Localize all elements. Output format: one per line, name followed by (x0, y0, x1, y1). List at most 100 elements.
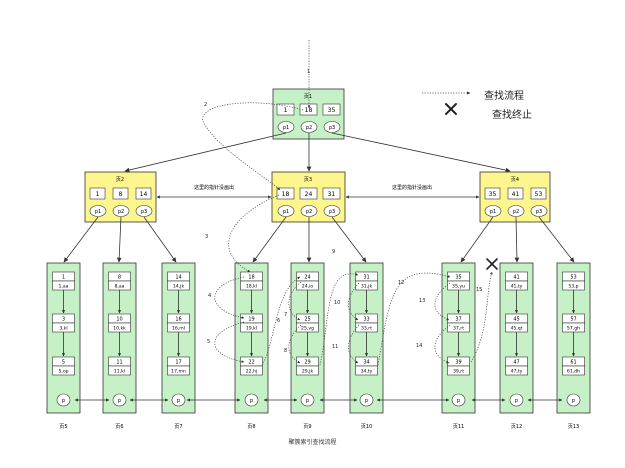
step-number: 5 (207, 339, 210, 345)
record-value: 10,kk (113, 326, 126, 332)
record-value: 3,kl (59, 326, 67, 332)
record-value-box (296, 365, 319, 376)
legend (422, 91, 471, 115)
step-number: 13 (419, 298, 425, 304)
legend-search-stop: 查找终止 (492, 110, 532, 121)
root-key: 1 (284, 107, 288, 114)
record-value: 33,rt (361, 326, 372, 332)
pointer-note: 这里的指针没画出 (194, 184, 234, 191)
record-value-box (52, 365, 75, 376)
record-value: 22,hj (246, 369, 258, 375)
leaf-page-label: 页11 (453, 424, 464, 430)
record-key: 10 (116, 317, 122, 323)
leaf-pointer-circle (359, 393, 374, 407)
leaf-pointer: p (306, 398, 309, 404)
leaf-page-label: 页7 (174, 424, 182, 430)
record-value: 47,ty (511, 369, 523, 375)
record-value: 5,op (58, 369, 68, 375)
record-value-box (240, 365, 263, 376)
branch-pointer: p1 (490, 209, 496, 215)
branch-page-label: 页4 (511, 177, 519, 183)
record-value: 17,mn (171, 369, 186, 375)
step-number: 11 (332, 344, 338, 350)
record-key: 11 (116, 360, 122, 366)
leaf-pointer-circle (300, 393, 315, 407)
leaf-pointer: p (250, 398, 253, 404)
leaf-pointer-circle (566, 393, 581, 407)
record-value-box (108, 365, 131, 376)
leaf-pointer-circle (112, 393, 127, 407)
step-number: 12 (398, 280, 404, 286)
record-value: 53,p (568, 284, 578, 290)
leaf-page-label: 页5 (59, 424, 67, 430)
record-key: 18 (248, 275, 254, 281)
record-key: 61 (570, 360, 576, 366)
branch-pointer: p2 (118, 209, 124, 215)
record-value: 19,kl (246, 326, 257, 332)
record-value-box (505, 365, 528, 376)
leaf-pointer-circle (171, 393, 186, 407)
record-key: 1 (62, 275, 65, 281)
step-number: 8 (284, 348, 287, 354)
leaf-pointer: p (515, 398, 518, 404)
record-key: 34 (363, 360, 369, 366)
record-value: 31,jk (361, 284, 373, 290)
leaf-pages: 11,aa33,kl55,opp页588,aa1010,kk1111,klp页6… (46, 262, 591, 430)
search-flow (202, 40, 493, 366)
record-value: 16,ml (172, 326, 185, 332)
step-number: 6 (277, 318, 280, 324)
leaf-pointer-circle (509, 393, 524, 407)
leaf-pointer-circle (56, 393, 71, 407)
record-value: 39,rt (453, 369, 464, 375)
root-key: 18 (305, 107, 313, 114)
record-key: 33 (363, 317, 369, 323)
record-value: 57,gh (567, 326, 580, 332)
leaf-pointer-circle (451, 393, 466, 407)
branch-pointer: p3 (141, 209, 147, 215)
branch-key: 31 (328, 191, 336, 198)
branch-pointer: p2 (513, 209, 519, 215)
record-key: 3 (62, 317, 65, 323)
leaf-page-label: 页12 (511, 424, 522, 430)
leaf-pointer: p (572, 398, 575, 404)
step-number: 9 (332, 249, 335, 255)
step-number: 14 (416, 343, 422, 349)
record-value: 24,io (302, 284, 314, 290)
record-value-box (167, 365, 190, 376)
step-number: 10 (334, 300, 340, 306)
record-key: 47 (513, 360, 519, 366)
step-number: 3 (205, 234, 208, 240)
record-key: 22 (248, 360, 254, 366)
step-number: 2 (204, 102, 207, 108)
leaf-page-label: 页8 (247, 424, 255, 430)
root-pointer: p3 (329, 125, 335, 131)
leaf-page-label: 页9 (303, 424, 311, 430)
figure-caption: 聚簇索引查找流程 (288, 439, 337, 446)
branch-key: 14 (140, 191, 148, 198)
branch-page-label: 页2 (116, 177, 124, 183)
record-value: 35,yu (452, 284, 465, 290)
record-value: 34,ty (361, 369, 373, 375)
record-key: 25 (304, 317, 310, 323)
record-value: 25,vg (301, 326, 314, 332)
branch-pointer: p3 (536, 209, 542, 215)
record-key: 45 (513, 317, 519, 323)
leaf-pointer-circle (244, 393, 259, 407)
branch-pointer: p2 (306, 209, 312, 215)
legend-search-flow: 查找流程 (484, 91, 524, 102)
record-key: 24 (304, 275, 310, 281)
record-value: 29,jk (302, 369, 314, 375)
branch-key: 24 (305, 191, 313, 198)
step-number: 1 (307, 69, 310, 75)
step-number: 15 (476, 287, 482, 293)
leaf-pointer: p (457, 398, 460, 404)
branch-key: 41 (512, 191, 520, 198)
leaf-page-label: 页6 (115, 424, 123, 430)
leaf-pointer: p (118, 398, 121, 404)
root-pointer: p2 (306, 125, 312, 131)
